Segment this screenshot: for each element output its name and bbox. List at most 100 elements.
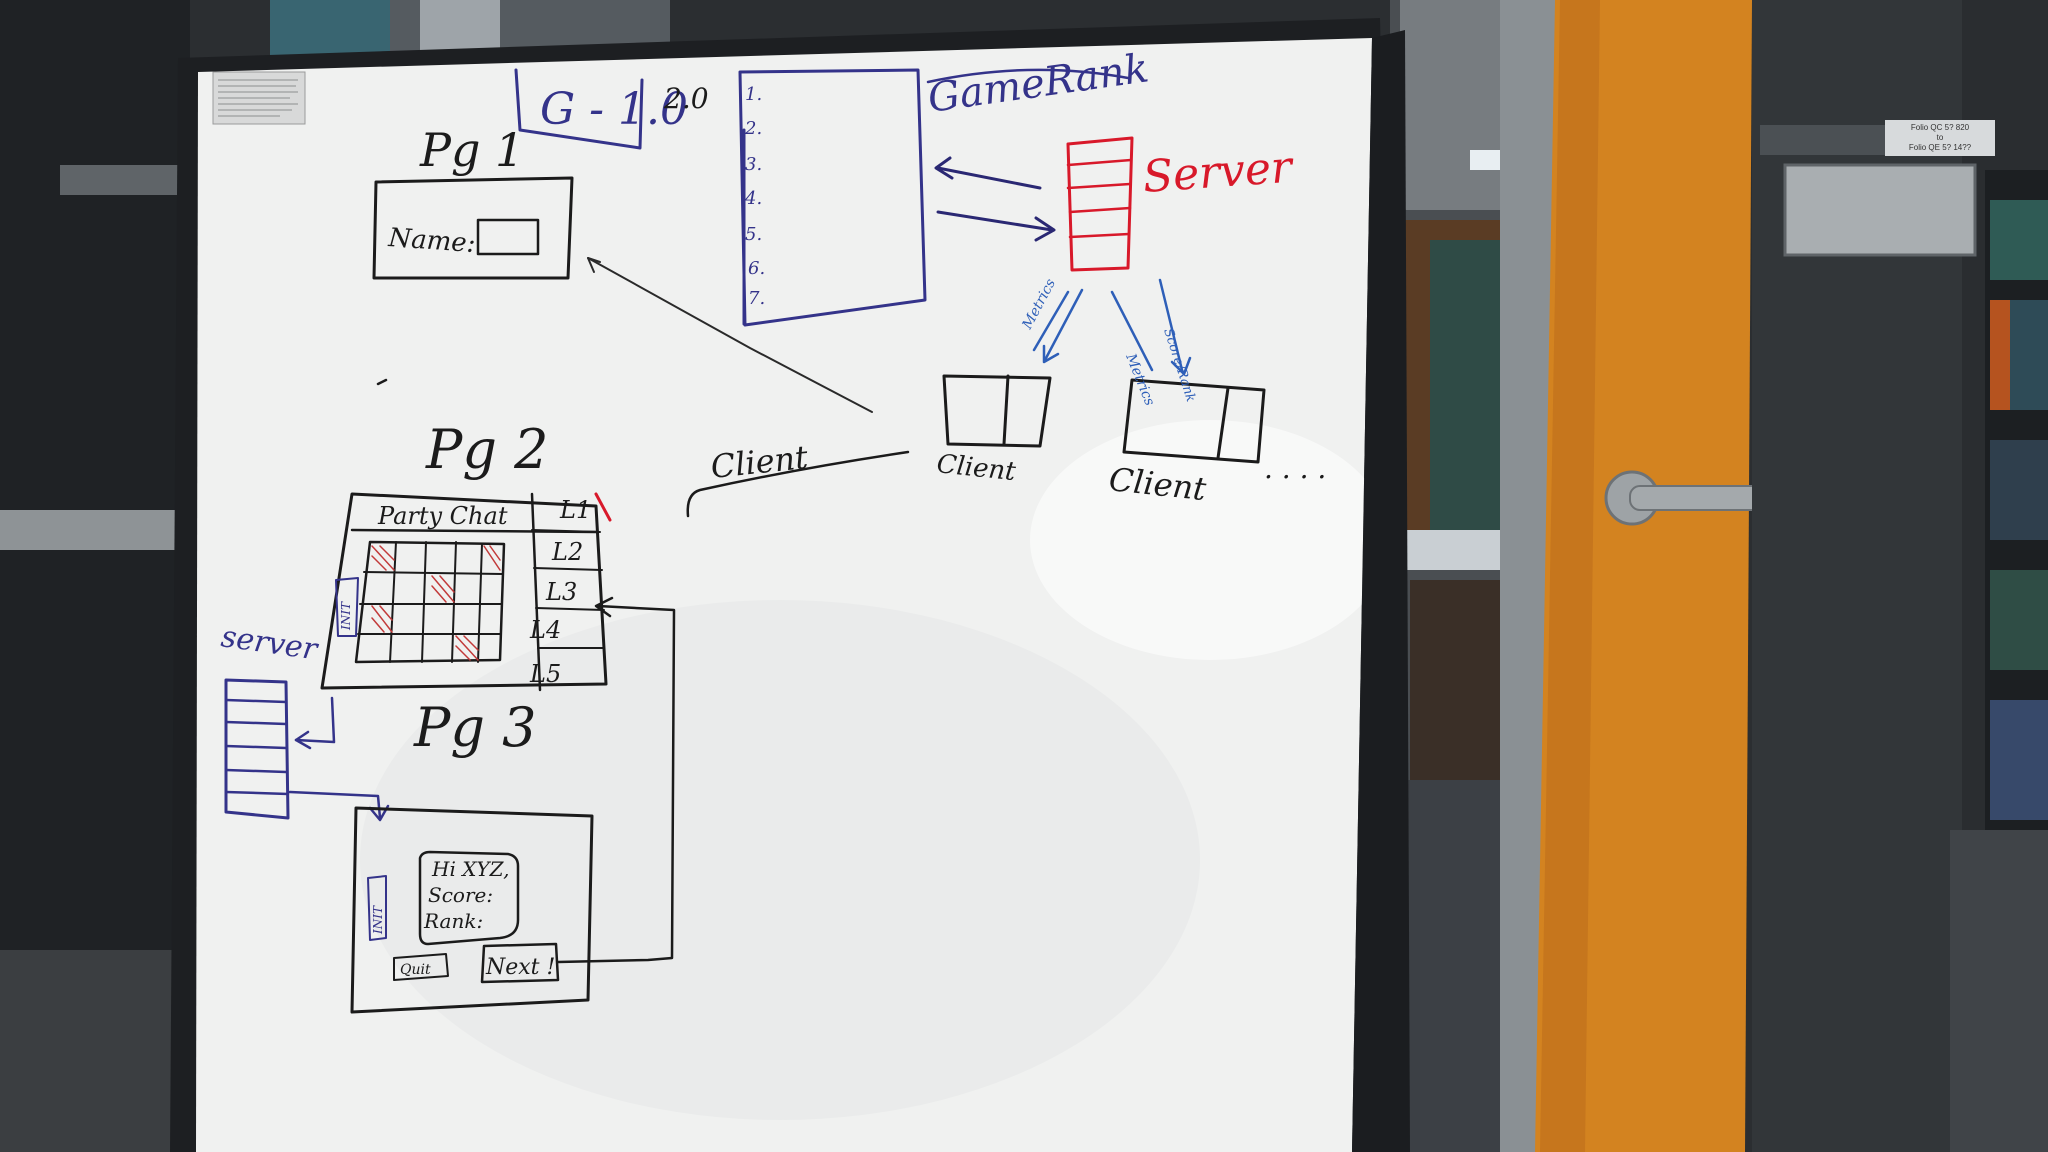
server-top-label: Server <box>1141 141 1296 202</box>
rank-item: 4. <box>744 188 762 209</box>
level-item: L3 <box>545 578 577 606</box>
server-left-stack <box>224 678 290 820</box>
rank-item: 1. <box>745 84 762 105</box>
card-line: Hi XYZ, <box>431 857 510 881</box>
books-row-2 <box>2010 300 2048 410</box>
pg1-box <box>372 176 574 280</box>
board-shade <box>360 600 1200 1120</box>
trailing-dots: . . . . <box>1264 452 1326 485</box>
pg3-score-card <box>418 850 520 946</box>
version-box <box>514 68 644 150</box>
level-item: L2 <box>551 538 583 566</box>
pg3-init-label: INIT <box>371 905 385 935</box>
pg3-quit-label: Quit <box>400 962 431 978</box>
pg3-init-tab <box>367 875 387 941</box>
book-orange <box>1990 300 2010 410</box>
pg3-box <box>350 806 594 1014</box>
arrow-server-to-client1-head <box>1042 344 1060 364</box>
arrow-rank-to-server-head <box>1034 216 1056 242</box>
corridor-shelf-lower <box>1410 580 1510 780</box>
arrow-client-left <box>686 450 910 518</box>
level-item: L5 <box>529 660 561 688</box>
server-stack-top <box>1066 136 1134 272</box>
card-line: Rank: <box>423 909 483 933</box>
pg3-card-lines: Hi XYZ, Score: Rank: <box>423 857 510 933</box>
stray-mark <box>376 378 388 386</box>
rank-item: 6. <box>748 258 765 279</box>
pg2-grid-rows <box>357 571 503 635</box>
book-spines-top <box>270 0 390 60</box>
card-line: Score: <box>428 883 493 907</box>
ceiling-light <box>420 0 500 55</box>
books-row-1 <box>1990 200 2048 280</box>
pg1-name-input <box>476 218 540 256</box>
door-handle-lever[interactable] <box>1629 485 1766 511</box>
rank-item: 2. <box>744 118 762 139</box>
pg2-init-tab <box>335 577 359 637</box>
books-row-5 <box>1990 700 2048 820</box>
shelf-sign <box>1885 120 1995 156</box>
shelf-sign-line3: Folio QE 5? 14?? <box>1909 143 1972 152</box>
pg3-next-button[interactable] <box>480 942 560 984</box>
arrow-client1-to-server <box>1032 290 1070 352</box>
notice-text-lines <box>218 79 298 117</box>
left-floor <box>0 950 190 1152</box>
arrow-server-to-rank-head <box>934 156 954 180</box>
line-client-to-pg1 <box>587 257 873 413</box>
whiteboard-frame-right <box>1352 30 1410 1152</box>
arrow-server-client2-a <box>1110 290 1154 372</box>
whiteboard-surface <box>196 38 1372 1152</box>
version-next-text: 2.0 <box>663 82 709 115</box>
arrow-server-to-pg3-head <box>368 804 390 822</box>
shelf-sign-line2: to <box>1937 133 1944 142</box>
arrow-server-client2-b <box>1158 278 1184 372</box>
right-sign-holder <box>1783 163 1977 257</box>
arrow-next-to-levels-head <box>594 596 614 618</box>
rank-item: 5. <box>745 224 762 245</box>
books-row-3 <box>1990 440 2048 540</box>
board-glare <box>1030 420 1390 660</box>
level-item: L4 <box>529 616 561 644</box>
rank-list: 1. 2. 3. 4. 5. 6. 7. <box>744 84 765 309</box>
pg2-init-label: INIT <box>339 601 353 631</box>
arrow-next-to-levels <box>556 604 676 964</box>
version-text: G - 1.0 <box>540 84 688 135</box>
pg2-levels: L1 L2 L3 L4 L5 <box>529 496 591 688</box>
line-client-to-pg1-head <box>587 257 601 273</box>
pg2-grid-cols <box>389 541 483 663</box>
pg2-level-column <box>530 492 542 692</box>
server-left-rows <box>224 698 290 796</box>
left-rail <box>0 510 180 550</box>
pg2-game-grid <box>354 540 506 664</box>
arrow-pg2-to-server <box>294 696 336 744</box>
client-box-2-divider <box>1216 386 1230 460</box>
level-item: L1 <box>559 496 591 524</box>
right-floor <box>1950 830 2048 1152</box>
pg1-name-label: Name: <box>387 223 477 259</box>
pg2-title: Pg 2 <box>425 418 548 481</box>
server-stack-rows <box>1066 158 1133 239</box>
door-shadow <box>1540 0 1600 1152</box>
arrow-server-to-rank <box>936 166 1042 190</box>
arrow-server-client2-head <box>1170 356 1192 376</box>
shelf-sign-line1: Folio QC 5? 820 <box>1911 123 1970 132</box>
pg2-party-chat: Party Chat <box>377 502 508 530</box>
client-box-1-divider <box>1002 374 1010 446</box>
corridor-rail <box>1390 530 1520 570</box>
rank-item: 3. <box>745 154 762 175</box>
arrow-pg2-to-server-head <box>294 730 312 750</box>
corridor-light <box>1470 150 1500 170</box>
pg2-hatched-cells <box>371 545 501 661</box>
left-label-strip <box>60 165 180 195</box>
arrow-rank-to-server <box>936 210 1054 232</box>
pg2-level-rows <box>531 529 605 649</box>
arrow-server-to-client1 <box>1043 288 1084 362</box>
rank-item: 7. <box>748 288 765 309</box>
pg3-next-label: Next ! <box>485 955 555 980</box>
level-check-mark <box>594 492 612 522</box>
pg1-title: Pg 1 <box>419 123 524 177</box>
client-box-2 <box>1122 378 1266 464</box>
pg3-quit-button[interactable] <box>393 953 449 981</box>
pg2-frame <box>320 492 608 690</box>
